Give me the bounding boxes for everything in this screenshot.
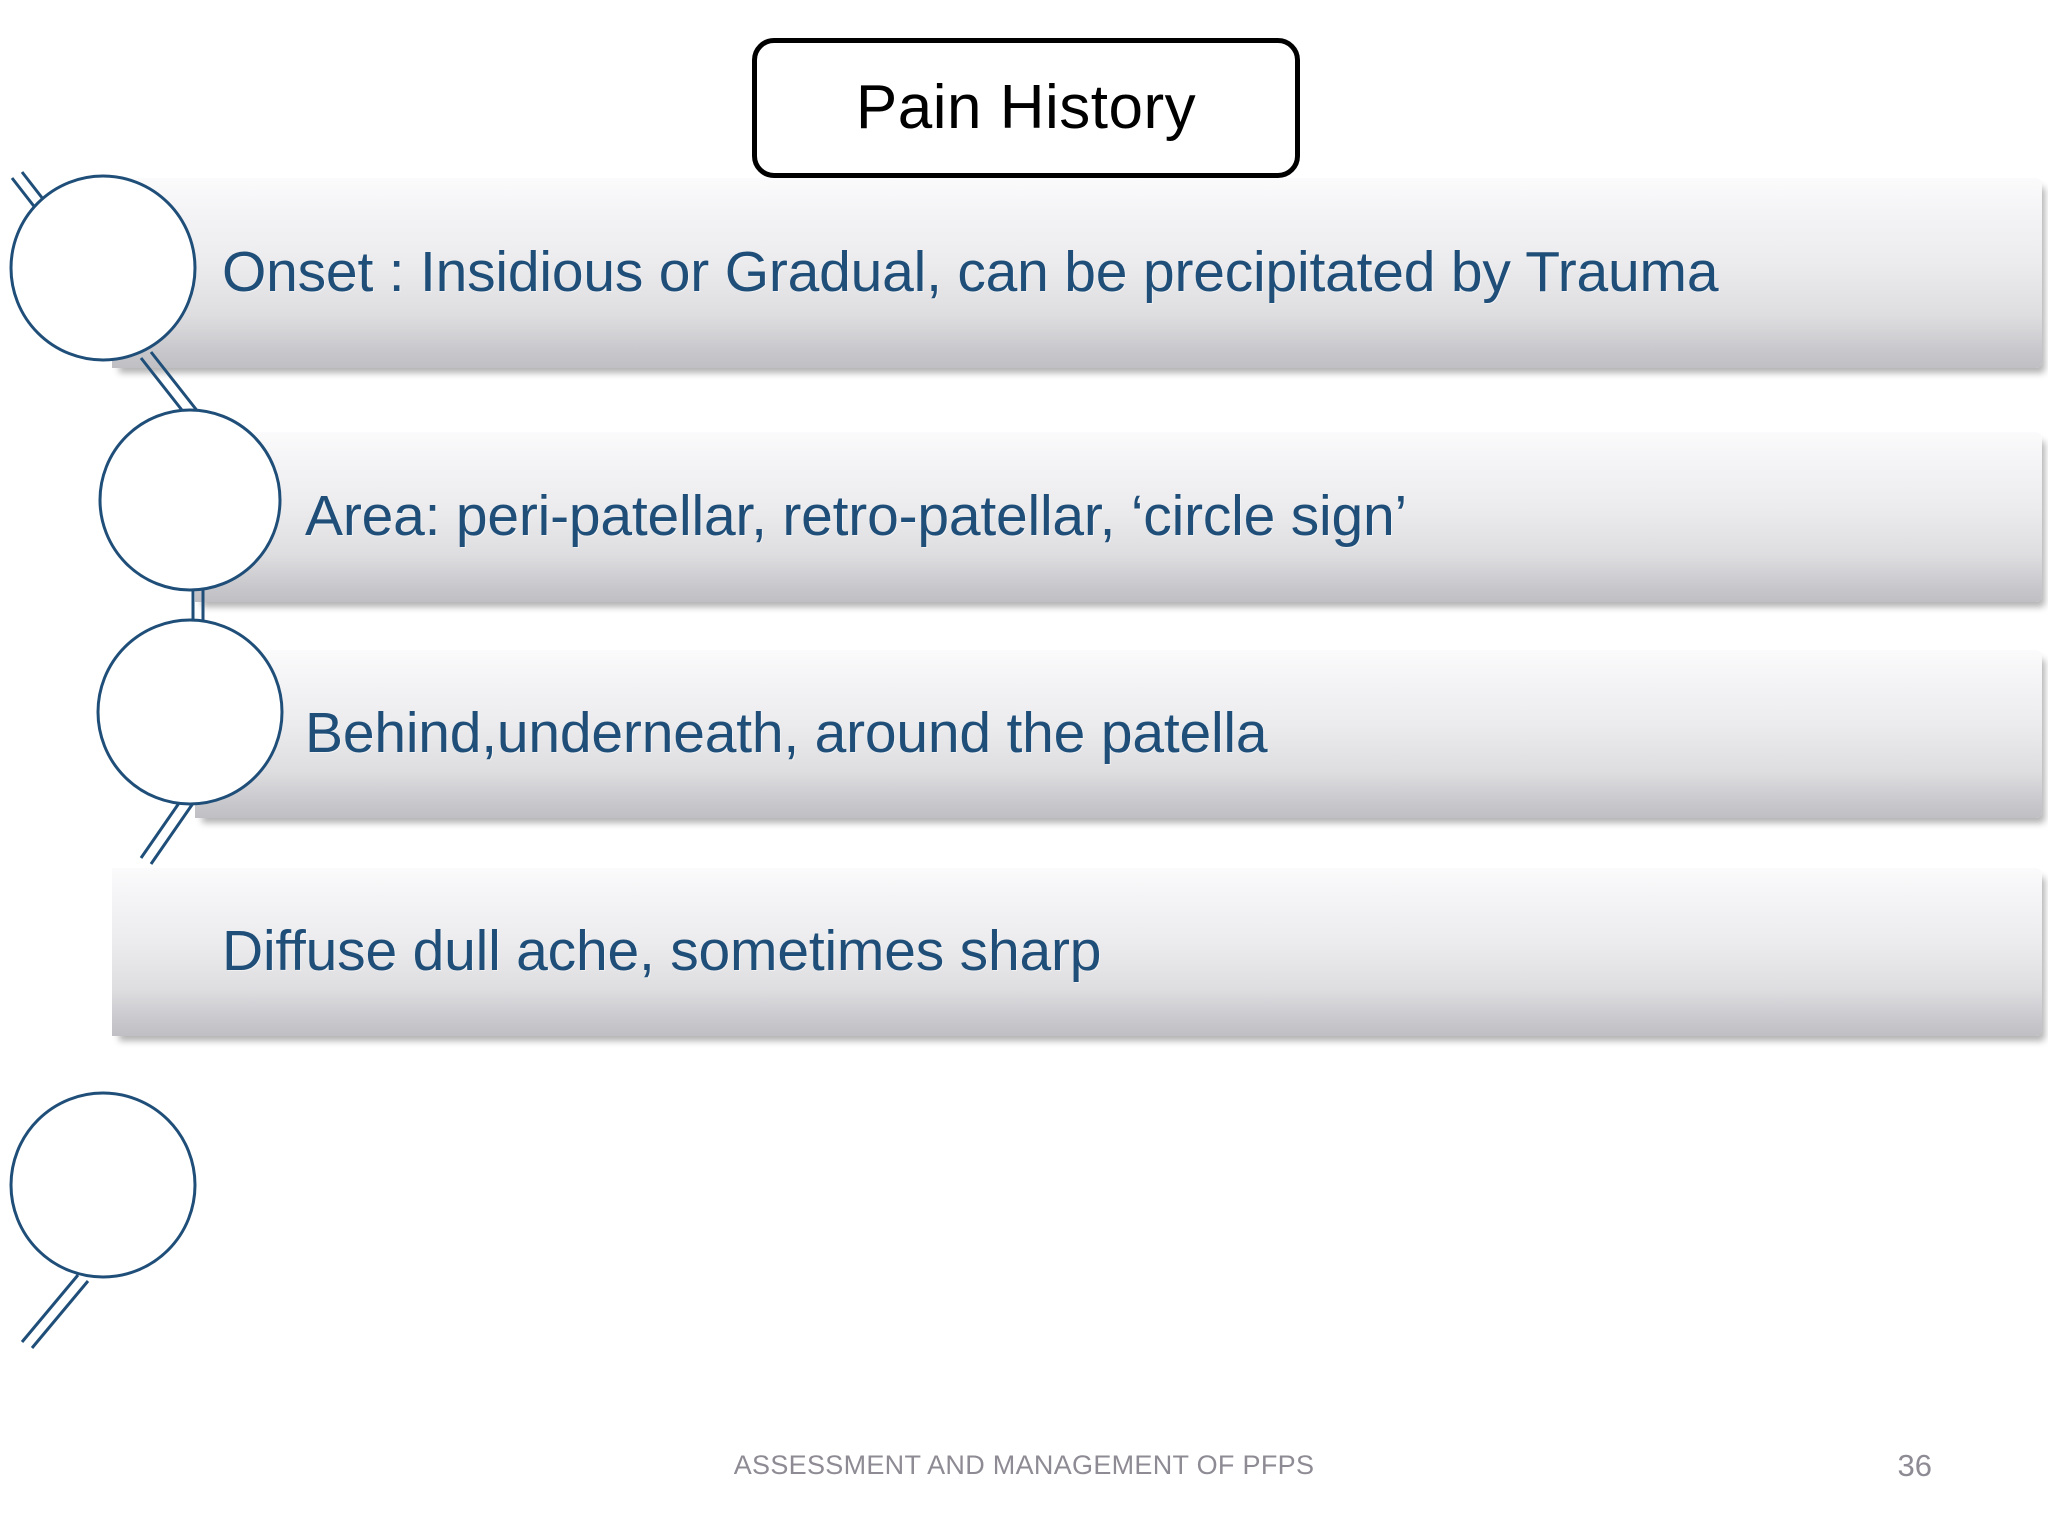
- content-bar-2-label: Area: peri-patellar, retro-patellar, ‘ci…: [305, 484, 1407, 549]
- slide-page-number: 36: [1897, 1448, 1932, 1483]
- content-bar-1: Onset : Insidious or Gradual, can be pre…: [112, 178, 2042, 368]
- content-bar-1-label: Onset : Insidious or Gradual, can be pre…: [222, 240, 1719, 305]
- page-title: Pain History: [855, 73, 1197, 142]
- content-bar-3: Behind,underneath, around the patella: [195, 650, 2042, 818]
- connector-line-bottom: [20, 1274, 90, 1349]
- circle-marker-4: [9, 1091, 197, 1279]
- slide-title-box: Pain History: [752, 38, 1300, 178]
- footer-title: ASSESSMENT AND MANAGEMENT OF PFPS: [733, 1450, 1315, 1480]
- content-bar-4: Diffuse dull ache, sometimes sharp: [112, 868, 2042, 1036]
- content-bar-2: Area: peri-patellar, retro-patellar, ‘ci…: [195, 432, 2042, 602]
- content-bar-4-label: Diffuse dull ache, sometimes sharp: [222, 919, 1102, 984]
- slide-footer: ASSESSMENT AND MANAGEMENT OF PFPS 36: [0, 1448, 2048, 1490]
- connector-line-3-4: [139, 792, 198, 865]
- connector-line-top: [10, 171, 94, 269]
- content-bar-3-label: Behind,underneath, around the patella: [305, 701, 1268, 766]
